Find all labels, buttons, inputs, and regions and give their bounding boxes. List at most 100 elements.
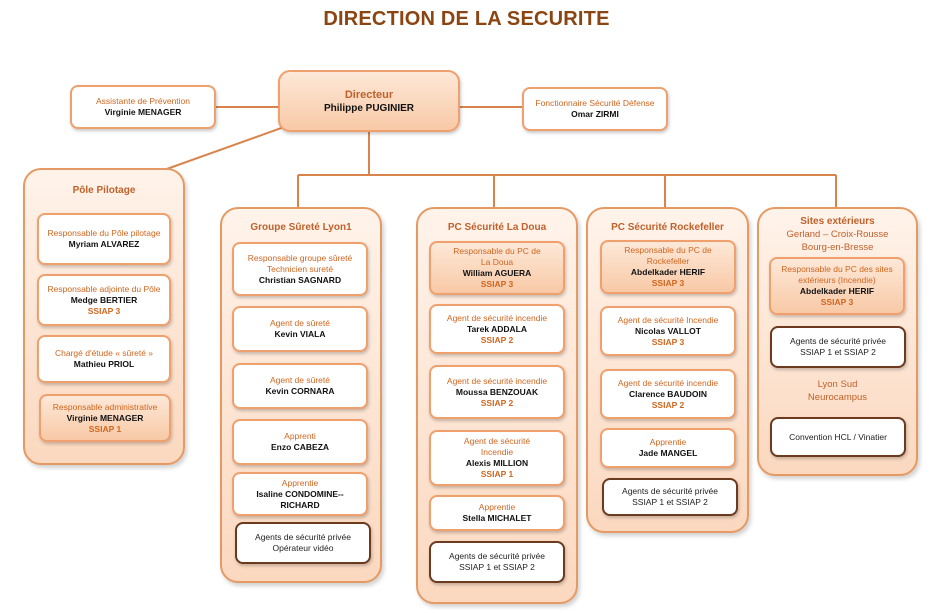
doua-b5-role: Apprentie [478,502,516,512]
groupe-b5-name1: Isaline CONDOMINE-- [256,488,344,499]
groupe-b5-role: Apprentie [281,477,319,488]
rock-box-1: Responsable du PC de Rockefeller Abdelka… [600,240,736,294]
rock-b1-ssiap: SSIAP 3 [651,278,685,288]
doua-b6-line2: SSIAP 1 et SSIAP 2 [459,562,535,572]
pole-b2-name: Medge BERTIER [70,294,138,305]
assistante-box: Assistante de Prévention Virginie MENAGE… [70,85,216,129]
fonctionnaire-role: Fonctionnaire Sécurité Défense [535,98,655,108]
sites-sub1: Gerland – Croix-Rousse [786,229,889,240]
groupe-box-2: Agent de sûreté Kevin VIALA [232,306,368,352]
groupe-b3-name: Kevin CORNARA [265,386,335,396]
groupe-b6-line2: Opérateur vidéo [272,543,334,553]
groupe-title: Groupe Sûreté Lyon1 [250,222,352,233]
doua-b4-ssiap: SSIAP 1 [480,469,514,479]
groupe-b1-role1: Responsable groupe sûreté [247,252,353,263]
rock-b3-ssiap: SSIAP 2 [651,399,685,410]
rock-box-2: Agent de sécurité Incendie Nicolas VALLO… [600,306,736,356]
doua-title: PC Sécurité La Doua [447,222,547,233]
groupe-b1-name: Christian SAGNARD [258,274,342,285]
pole-box-3: Chargé d'étude « sûreté » Mathieu PRIOL [37,335,171,383]
sites-lyon1: Lyon Sud [817,379,858,390]
doua-box-6: Agents de sécurité privée SSIAP 1 et SSI… [429,541,565,583]
rock-b2-ssiap: SSIAP 3 [651,336,685,347]
fonctionnaire-name: Omar ZIRMI [571,109,619,119]
pole-b2-role: Responsable adjointe du Pôle [47,283,161,294]
sites-b1-role1: Responsable du PC des sites [781,264,893,274]
rock-b1-role1: Responsable du PC de [624,245,712,255]
pole-b1-role: Responsable du Pôle pilotage [47,228,161,238]
sites-b2-line2: SSIAP 1 et SSIAP 2 [800,347,876,357]
groupe-box-4: Apprenti Enzo CABEZA [232,419,368,465]
rock-b1-name: Abdelkader HERIF [630,267,706,277]
pole-b4-role: Responsable administrative [52,401,158,412]
page-title: DIRECTION DE LA SECURITE [323,8,610,30]
doua-box-5: Apprentie Stella MICHALET [429,495,565,531]
groupe-box-6: Agents de sécurité privée Opérateur vidé… [235,522,371,564]
rock-b2-name: Nicolas VALLOT [635,325,701,336]
pc-doua-column: PC Sécurité La Doua Responsable du PC de… [416,207,578,604]
rock-b1-role2: Rockefeller [646,256,690,266]
pole-box-2: Responsable adjointe du Pôle Medge BERTI… [37,274,171,326]
sites-title: Sites extérieurs [800,216,875,227]
sites-box-3: Convention HCL / Vinatier [770,417,906,457]
sites-exterieurs-column: Sites extérieurs Gerland – Croix-Rousse … [757,207,918,476]
rock-b4-role: Apprentie [649,437,687,447]
rock-box-3: Agent de sécurité incendie Clarence BAUD… [600,369,736,419]
directeur-role: Directeur [344,88,394,101]
rock-box-5: Agents de sécurité privée SSIAP 1 et SSI… [602,478,738,516]
groupe-b4-role: Apprenti [284,431,316,441]
doua-box-2: Agent de sécurité incendie Tarek ADDALA … [429,304,565,354]
pole-b4-ssiap: SSIAP 1 [88,423,122,434]
pole-b4-name: Virginie MENAGER [66,412,144,423]
sites-box-2: Agents de sécurité privée SSIAP 1 et SSI… [770,326,906,368]
doua-b3-ssiap: SSIAP 2 [480,397,514,408]
rock-b3-name: Clarence BAUDOIN [629,388,707,399]
groupe-b3-role: Agent de sûreté [269,375,330,385]
rock-title: PC Sécurité Rockefeller [611,222,724,233]
groupe-surete-column: Groupe Sûreté Lyon1 Responsable groupe s… [220,207,382,583]
line-pole [149,121,299,176]
doua-b4-role1: Agent de sécurité [463,436,531,446]
doua-b5-name: Stella MICHALET [462,513,532,523]
pc-rockefeller-column: PC Sécurité Rockefeller Responsable du P… [586,207,749,533]
doua-b1-ssiap: SSIAP 3 [480,279,514,289]
rock-b5-line1: Agents de sécurité privée [622,486,718,496]
doua-b6-line1: Agents de sécurité privée [449,551,545,561]
rock-b3-role: Agent de sécurité incendie [617,377,719,388]
pole-pilotage-column: Pôle Pilotage Responsable du Pôle pilota… [23,168,185,465]
groupe-box-3: Agent de sûreté Kevin CORNARA [232,363,368,409]
doua-b3-role: Agent de sécurité incendie [446,375,548,386]
rock-b2-role: Agent de sécurité Incendie [617,314,719,325]
doua-b4-role2: Incendie [480,447,514,457]
sites-b1-name: Abdelkader HERIF [799,286,875,296]
groupe-b2-role: Agent de sûreté [269,318,330,328]
doua-box-3: Agent de sécurité incendie Moussa BENZOU… [429,365,565,419]
sites-sub2: Bourg-en-Bresse [801,242,874,253]
sites-b2-line1: Agents de sécurité privée [790,336,886,346]
assistante-role: Assistante de Prévention [95,96,191,106]
rock-box-4: Apprentie Jade MANGEL [600,428,736,468]
doua-b1-name: William AGUERA [462,268,532,278]
directeur-box: Directeur Philippe PUGINIER [278,70,460,132]
pole-box-1: Responsable du Pôle pilotage Myriam ALVA… [37,213,171,265]
doua-b2-role: Agent de sécurité incendie [446,312,548,323]
pole-b1-name: Myriam ALVAREZ [68,239,140,249]
pole-b3-role: Chargé d'étude « sûreté » [54,348,154,358]
doua-b4-name: Alexis MILLION [465,458,529,468]
groupe-box-1: Responsable groupe sûreté Technicien sur… [232,242,368,296]
doua-b1-role2: La Doua [480,257,514,267]
pole-b3-name: Mathieu PRIOL [73,359,135,369]
doua-b3-name: Moussa BENZOUAK [455,386,539,397]
sites-lyon2: Neurocampus [807,392,868,403]
groupe-b1-role2: Technicien sureté [266,263,334,274]
assistante-name: Virginie MENAGER [104,107,182,117]
sites-b1-ssiap: SSIAP 3 [820,297,854,307]
sites-b1-role2: extérieurs (Incendie) [798,275,876,285]
groupe-b6-line1: Agents de sécurité privée [255,532,351,542]
rock-b4-name: Jade MANGEL [638,448,698,458]
pole-box-4: Responsable administrative Virginie MENA… [39,394,171,442]
doua-b1-role1: Responsable du PC de [453,246,541,256]
groupe-b4-name: Enzo CABEZA [270,442,330,452]
groupe-box-5: Apprentie Isaline CONDOMINE-- RICHARD [232,472,368,516]
